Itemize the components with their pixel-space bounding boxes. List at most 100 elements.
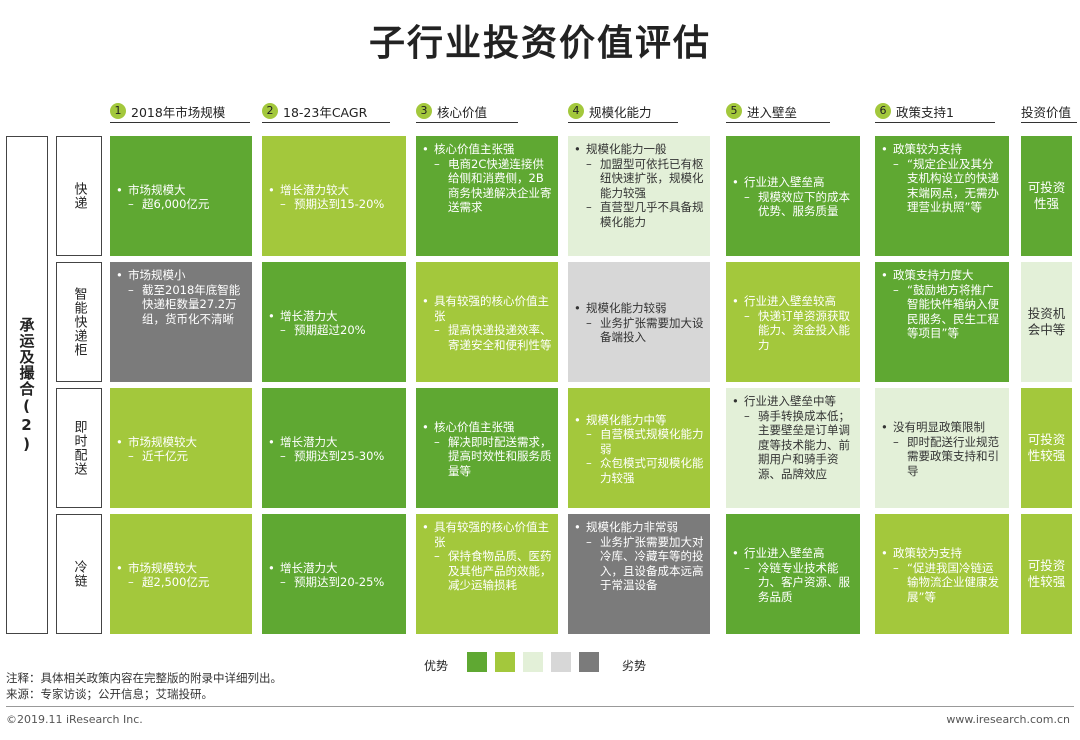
- bullet-dot-icon: •: [422, 420, 429, 434]
- column-number-badge: 6: [875, 103, 891, 119]
- assessment-cell: •增长潜力大–预期超过20%: [262, 262, 406, 382]
- bullet-dot-icon: •: [116, 268, 123, 282]
- group-label: 承运及撮合(2): [17, 316, 36, 454]
- sub-bullet-text: 提高快递投递效率、寄递安全和便利性等: [448, 323, 552, 352]
- bullet-dot-icon: •: [881, 268, 888, 282]
- legend-swatch-4: [551, 652, 571, 672]
- assessment-cell: •市场规模较大–近千亿元: [110, 388, 252, 508]
- sub-bullet-text: 电商2C快递连接供给侧和消费侧，2B商务快递解决企业寄送需求: [448, 156, 552, 215]
- sub-bullet-text: 预期达到25-30%: [294, 449, 385, 463]
- sub-bullet-item: –保持食物品质、医药及其他产品的效能，减少运输损耗: [422, 549, 552, 593]
- sub-bullet-text: “促进我国冷链运输物流企业健康发展”等: [907, 560, 999, 604]
- assessment-cell: •没有明显政策限制–即时配送行业规范需要政策支持和引导: [875, 388, 1009, 508]
- bullet-text: 市场规模较大: [128, 434, 197, 449]
- bullet-text: 政策支持力度大: [893, 268, 974, 282]
- dash-icon: –: [434, 323, 440, 337]
- legend-advantage-label: 优势: [424, 659, 449, 673]
- assessment-cell: •政策较为支持–“促进我国冷链运输物流企业健康发展”等: [875, 514, 1009, 634]
- bullet-text: 市场规模较大: [128, 560, 197, 575]
- bullet-item: • 具有较强的核心价值主张: [422, 294, 552, 323]
- bullet-item: • 核心价值主张强: [422, 142, 552, 157]
- assessment-cell: • 政策支持力度大–“鼓励地方将推广智能快件箱纳入便民服务、民生工程等项目”等: [875, 262, 1009, 382]
- dash-icon: –: [128, 575, 134, 589]
- dash-icon: –: [893, 156, 899, 171]
- row-label: 即时配送: [71, 420, 87, 476]
- sub-bullet-text: 截至2018年底智能快递柜数量27.2万组，货币化不清晰: [142, 282, 241, 326]
- dash-icon: –: [434, 156, 440, 171]
- assessment-cell: •增长潜力较大–预期达到15-20%: [262, 136, 406, 256]
- sub-bullet-item: –规模效应下的成本优势、服务质量: [732, 190, 854, 219]
- sub-bullet-item: –骑手转换成本低；主要壁垒是订单调度等技术能力、前期用户和骑手资源、品牌效应: [732, 409, 854, 482]
- bullet-dot-icon: •: [422, 294, 429, 308]
- investment-value-cell: 可投资性强: [1021, 136, 1072, 256]
- bullet-text: 具有较强的核心价值主张: [434, 294, 549, 323]
- bullet-text: 规模化能力非常弱: [586, 520, 678, 534]
- bullet-item: •增长潜力较大: [268, 183, 400, 198]
- sub-bullet-item: –解决即时配送需求，提高时效性和服务质量等: [422, 435, 552, 479]
- bullet-text: 核心价值主张强: [434, 142, 515, 156]
- column-header-7: 投资价值: [1021, 100, 1077, 123]
- bullet-text: 行业进入壁垒高: [744, 175, 825, 190]
- investment-value-cell: 投资机会中等: [1021, 262, 1072, 382]
- assessment-cell: •政策较为支持–“规定企业及其分支机构设立的快递末端网点，无需办理营业执照”等: [875, 136, 1009, 256]
- sub-bullet-text: 解决即时配送需求，提高时效性和服务质量等: [448, 434, 552, 478]
- bullet-item: •市场规模较大: [116, 435, 246, 450]
- sub-bullet-text: 预期超过20%: [294, 323, 366, 337]
- bullet-item: •市场规模小: [116, 268, 246, 283]
- assessment-cell: • 具有较强的核心价值主张–提高快递投递效率、寄递安全和便利性等: [416, 262, 558, 382]
- legend-disadvantage-label: 劣势: [622, 659, 647, 673]
- dash-icon: –: [434, 434, 440, 449]
- bullet-item: •规模化能力中等: [574, 413, 704, 428]
- column-header-label: 进入壁垒: [747, 104, 798, 120]
- sub-bullet-text: 业务扩张需要加大设备端投入: [600, 315, 704, 345]
- sub-bullet-text: 众包模式可规模化能力较强: [600, 456, 704, 485]
- row-label-box: 即时配送: [56, 388, 102, 508]
- dash-icon: –: [434, 549, 440, 563]
- sub-bullet-item: –直营型几乎不具备规模化能力: [574, 200, 704, 229]
- dash-icon: –: [893, 282, 899, 297]
- sub-bullet-item: –即时配送行业规范需要政策支持和引导: [881, 435, 1003, 479]
- bullet-dot-icon: •: [732, 546, 739, 560]
- sub-bullet-item: –“鼓励地方将推广智能快件箱纳入便民服务、民生工程等项目”等: [881, 283, 1003, 341]
- bullet-dot-icon: •: [422, 142, 429, 156]
- assessment-cell: •市场规模大–超6,000亿元: [110, 136, 252, 256]
- column-header-3: 3 核心价值: [416, 100, 518, 123]
- dash-icon: –: [893, 560, 899, 575]
- bullet-item: •增长潜力大: [268, 309, 400, 324]
- row-label: 冷链: [71, 560, 87, 588]
- assessment-cell: •行业进入壁垒较高–快递订单资源获取能力、资金投入能力: [726, 262, 860, 382]
- copyright-text: ©2019.11 iResearch Inc.: [6, 713, 143, 726]
- bullet-dot-icon: •: [268, 560, 275, 575]
- bullet-item: •政策较为支持: [881, 546, 1003, 561]
- bullet-item: • 行业进入壁垒高: [732, 546, 854, 561]
- bullet-dot-icon: •: [268, 308, 275, 323]
- bullet-dot-icon: •: [574, 301, 581, 316]
- column-header-label: 投资价值: [1021, 104, 1072, 120]
- sub-bullet-text: 冷链专业技术能力、客户资源、服务品质: [758, 560, 850, 604]
- sub-bullet-item: –预期达到20-25%: [268, 575, 400, 590]
- bullet-dot-icon: •: [881, 142, 888, 156]
- column-number-badge: 3: [416, 103, 432, 119]
- bullet-text: 行业进入壁垒高: [744, 546, 825, 560]
- bullet-dot-icon: •: [574, 412, 581, 427]
- assessment-cell: •增长潜力大–预期达到20-25%: [262, 514, 406, 634]
- bullet-text: 增长潜力大: [280, 434, 338, 449]
- dash-icon: –: [128, 449, 134, 463]
- bullet-item: •行业进入壁垒高: [732, 175, 854, 190]
- column-header-label: 核心价值: [437, 104, 488, 120]
- row-label: 智能快递柜: [71, 287, 87, 357]
- group-label-box: 承运及撮合(2): [6, 136, 48, 634]
- legend-swatch-5: [579, 652, 599, 672]
- bullet-item: •增长潜力大: [268, 435, 400, 450]
- sub-bullet-item: –业务扩张需要加大设备端投入: [574, 316, 704, 345]
- assessment-cell: •规模化能力非常弱–业务扩张需要加大对冷库、冷藏车等的投入，且设备成本远高于常温…: [568, 514, 710, 634]
- row-label-box: 快递: [56, 136, 102, 256]
- bullet-dot-icon: •: [881, 546, 888, 560]
- sub-bullet-text: “鼓励地方将推广智能快件箱纳入便民服务、民生工程等项目”等: [907, 282, 999, 341]
- row-label-box: 冷链: [56, 514, 102, 634]
- sub-bullet-item: –预期达到15-20%: [268, 197, 400, 212]
- sub-bullet-item: –近千亿元: [116, 449, 246, 464]
- sub-bullet-text: 规模效应下的成本优势、服务质量: [758, 189, 850, 219]
